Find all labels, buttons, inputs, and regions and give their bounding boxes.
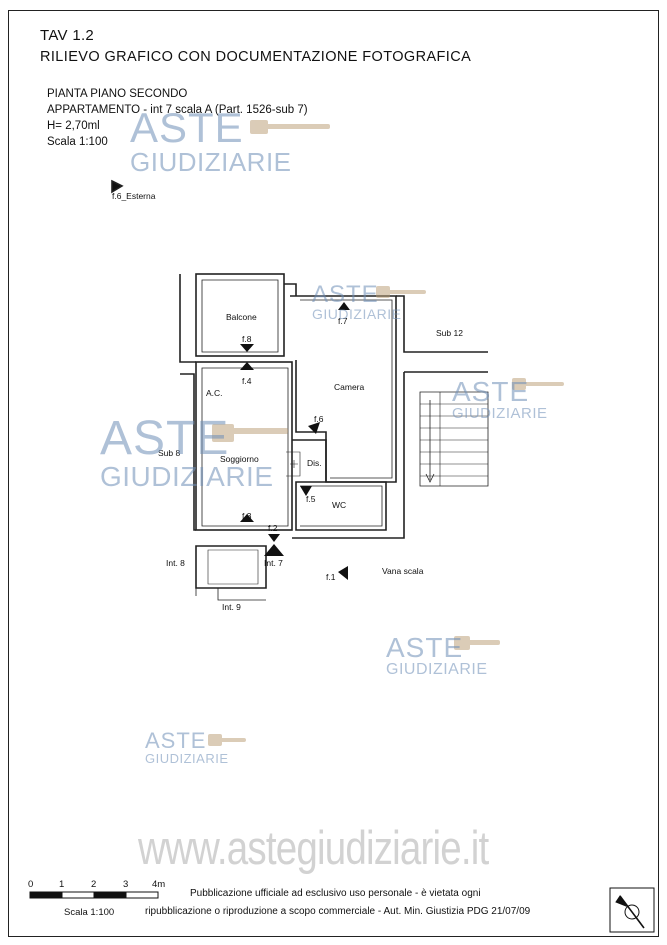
watermark-site: www.astegiudiziarie.it — [138, 821, 489, 874]
photo-marker-f8 — [240, 344, 254, 352]
neighbor-label-sub8: Sub 8 — [158, 448, 180, 458]
photo-marker-f7 — [338, 302, 350, 310]
photo-label-f1: f.1 — [326, 572, 336, 582]
photo-marker-f6-esterna — [111, 179, 124, 194]
gavel-icon — [208, 734, 222, 746]
scale-tick: 1 — [59, 879, 65, 890]
gavel-icon — [250, 120, 268, 134]
room-label-balcone: Balcone — [226, 312, 257, 322]
watermark-aste: ASTE GIUDIZIARIE — [100, 412, 274, 492]
gavel-icon — [512, 378, 526, 390]
footer-line-2: ripubblicazione o riproduzione a scopo c… — [145, 906, 531, 917]
page-frame — [8, 10, 659, 937]
info-height: H= 2,70ml — [47, 120, 100, 132]
neighbor-label-vana-scala: Vana scala — [382, 566, 424, 576]
scale-tick: 4m — [152, 879, 166, 890]
scale-tick: 0 — [28, 879, 34, 890]
watermark-aste: ASTE GIUDIZIARIE — [452, 376, 548, 422]
watermark-aste: ASTE GIUDIZIARIE — [386, 632, 488, 678]
photo-label-f2: f.2 — [268, 523, 278, 533]
room-label-wc: WC — [332, 500, 346, 510]
photo-marker-f4 — [240, 362, 254, 370]
watermark-aste: ASTE GIUDIZIARIE — [312, 281, 402, 322]
photo-marker-f5 — [300, 486, 312, 496]
room-label-camera: Camera — [334, 382, 365, 392]
gavel-icon — [454, 636, 470, 650]
room-label-ac: A.C. — [206, 388, 223, 398]
neighbor-label-int7: Int. 7 — [264, 558, 283, 568]
room-label-soggiorno: Soggiorno — [220, 454, 259, 464]
document-subtitle: RILIEVO GRAFICO CON DOCUMENTAZIONE FOTOG… — [40, 49, 472, 65]
info-apartment: APPARTAMENTO - int 7 scala A (Part. 1526… — [47, 104, 308, 116]
gavel-icon — [376, 286, 390, 298]
scale-tick: 3 — [123, 879, 129, 890]
neighbor-label-sub12: Sub 12 — [436, 328, 463, 338]
scale-tick: 2 — [91, 879, 97, 890]
photo-label-f3: f.3 — [242, 511, 252, 521]
neighbor-label-int8: Int. 8 — [166, 558, 185, 568]
watermark-aste: ASTE GIUDIZIARIE — [130, 104, 292, 177]
compass-icon — [609, 887, 655, 933]
gavel-icon — [212, 424, 234, 442]
info-scale: Scala 1:100 — [47, 136, 108, 148]
photo-label-f4: f.4 — [242, 376, 252, 386]
tav-title: TAV 1.2 — [40, 27, 95, 44]
photo-label-f6: f.6 — [314, 414, 324, 424]
room-label-dis: Dis. — [307, 458, 322, 468]
scale-label: Scala 1:100 — [64, 907, 115, 918]
photo-marker-f6 — [308, 422, 320, 434]
info-floor: PIANTA PIANO SECONDO — [47, 88, 188, 100]
photo-label-f5: f.5 — [306, 494, 316, 504]
photo-marker-f1 — [338, 566, 348, 580]
photo-label-f7: f.7 — [338, 316, 348, 326]
photo-label-f6-esterna: f.6_Esterna — [112, 191, 156, 201]
neighbor-label-int9: Int. 9 — [222, 602, 241, 612]
photo-marker-f2 — [264, 544, 284, 556]
footer-line-1: Pubblicazione ufficiale ad esclusivo uso… — [190, 888, 481, 899]
scale-bar — [29, 891, 159, 899]
watermark-aste: ASTE GIUDIZIARIE — [145, 728, 229, 766]
photo-marker-f3 — [240, 514, 254, 522]
photo-label-f8: f.8 — [242, 334, 252, 344]
